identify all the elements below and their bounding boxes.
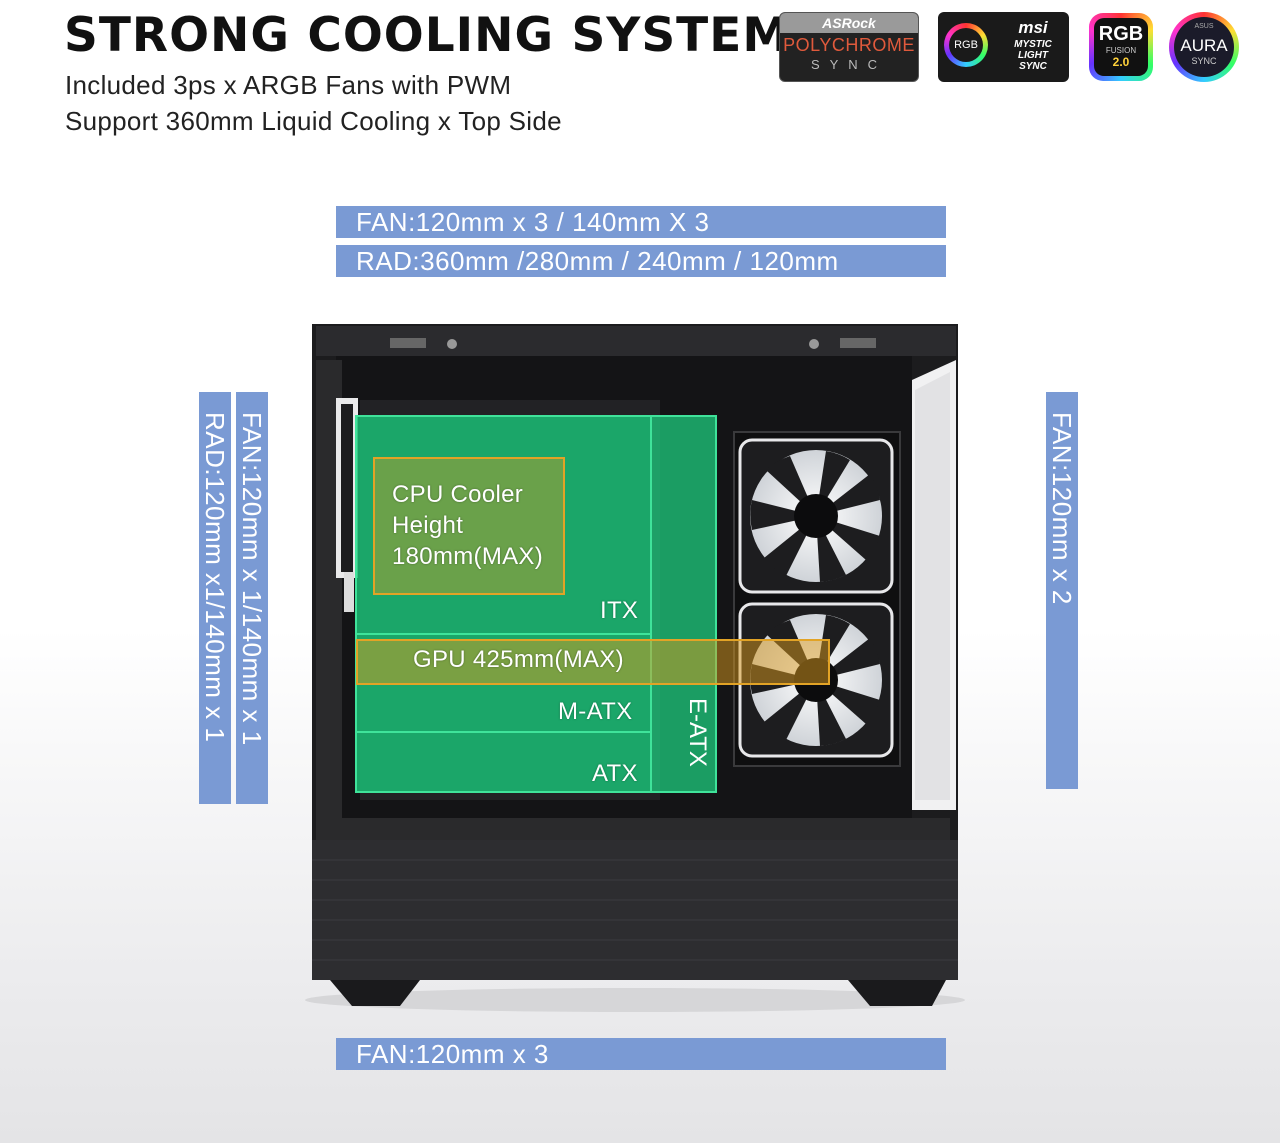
msi-brand: msi <box>1018 18 1048 37</box>
bottom-fan-spec-bar: FAN:120mm x 3 <box>336 1038 946 1070</box>
rgb-ring-icon: RGB <box>944 23 988 67</box>
psu-shroud-mesh <box>312 840 958 980</box>
itx-label: ITX <box>600 597 639 624</box>
floor-shadow <box>305 988 965 1012</box>
top-vent-right <box>840 338 876 348</box>
fusion-text: FUSION <box>1105 46 1137 55</box>
rgb-fusion-text: RGB <box>1098 23 1144 45</box>
top-screw-left <box>447 339 457 349</box>
gpu-length-label: GPU 425mm(MAX) <box>413 646 624 673</box>
aura-text: AURA <box>1180 36 1228 55</box>
front-fan-top <box>738 438 894 594</box>
atx-label: ATX <box>592 760 638 787</box>
psu-shroud-top <box>316 818 950 840</box>
page-title: STRONG COOLING SYSTEM <box>64 8 791 63</box>
front-fan-spec-bar: FAN:120mm x 2 <box>1046 392 1078 789</box>
subtitle-liquid-cooling: Support 360mm Liquid Cooling x Top Side <box>65 106 562 136</box>
rear-fan-spec-bar: FAN:120mm x 1/140mm x 1 <box>236 392 268 804</box>
case-foot-left <box>330 980 420 1006</box>
mystic-light-text: MYSTIC LIGHT SYNC <box>1014 39 1052 72</box>
cpu-cooler-area <box>373 457 565 595</box>
top-screw-right <box>809 339 819 349</box>
aura-sync-text: SYNC <box>1191 56 1217 66</box>
rear-radiator-spec-bar: RAD:120mm x1/140mm x 1 <box>199 392 231 804</box>
rgb-fusion-logo: RGB FUSION 2.0 <box>1088 12 1154 82</box>
polychrome-sync-text: SYNC <box>810 57 888 72</box>
subtitle-fans: Included 3ps x ARGB Fans with PWM <box>65 70 512 100</box>
msi-mystic-light-logo: RGB msi MYSTIC LIGHT SYNC <box>938 12 1069 82</box>
case-foot-right <box>848 980 946 1006</box>
top-fan-spec-bar: FAN:120mm x 3 / 140mm X 3 <box>336 206 946 238</box>
polychrome-text: POLYCHROME <box>783 35 915 55</box>
gpu-area <box>356 639 830 685</box>
top-radiator-spec-bar: RAD:360mm /280mm / 240mm / 120mm <box>336 245 946 277</box>
eatx-label: E-ATX <box>684 698 711 767</box>
rgb-fusion-frame-icon <box>1089 13 1153 81</box>
matx-label: M-ATX <box>558 698 633 725</box>
cpu-cooler-label: CPU Cooler Height 180mm(MAX) <box>392 481 544 570</box>
fusion-version: 2.0 <box>1112 55 1130 69</box>
top-vent-left <box>390 338 426 348</box>
asus-aura-sync-logo: ASUS AURA SYNC <box>1169 12 1239 82</box>
asrock-polychrome-logo: ASRock POLYCHROME SYNC <box>779 12 919 82</box>
asrock-brand: ASRock <box>780 13 918 33</box>
asus-brand: ASUS <box>1194 23 1214 30</box>
atx-area <box>355 415 652 793</box>
